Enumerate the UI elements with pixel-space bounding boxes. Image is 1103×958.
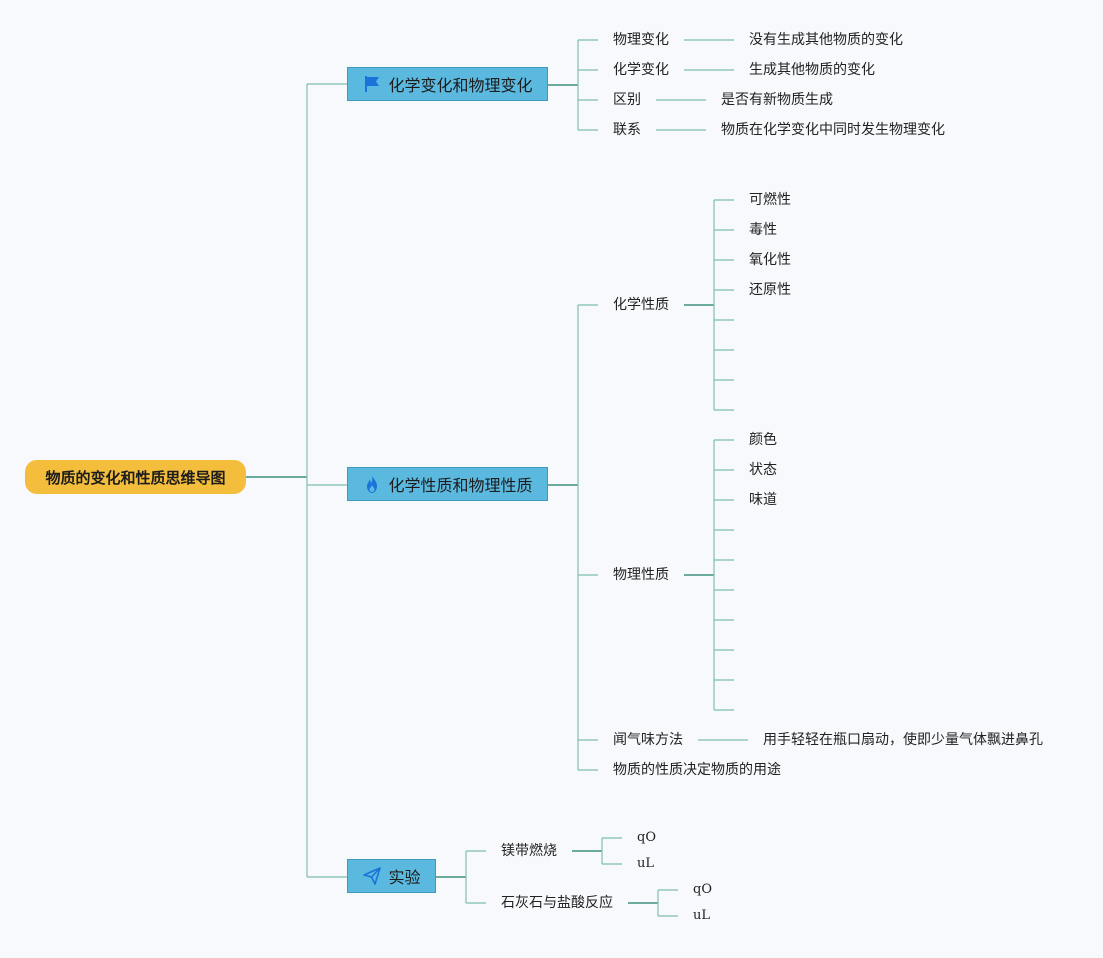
topic-magnesium-burning[interactable]: 镁带燃烧 — [501, 843, 557, 859]
topic-item[interactable]: 可燃性 — [749, 192, 791, 208]
topic-item[interactable]: qO — [637, 830, 656, 845]
topic-item[interactable]: 状态 — [749, 462, 777, 478]
topic-relation[interactable]: 联系 — [613, 122, 641, 138]
topic-item[interactable]: 颜色 — [749, 432, 777, 448]
topic-item[interactable]: uL — [693, 908, 711, 923]
topic-note[interactable]: 是否有新物质生成 — [721, 92, 833, 108]
flag-icon — [365, 76, 380, 92]
branch-label: 实验 — [388, 868, 421, 887]
topic-note[interactable]: 物质在化学变化中同时发生物理变化 — [721, 122, 945, 138]
topic-item[interactable]: 味道 — [749, 492, 777, 508]
root-topic[interactable]: 物质的变化和性质思维导图 — [25, 460, 246, 494]
paper-plane-icon — [363, 867, 382, 885]
topic-note[interactable]: 生成其他物质的变化 — [749, 62, 875, 78]
topic-chemical-change[interactable]: 化学变化 — [613, 62, 669, 78]
topic-smell-method[interactable]: 闻气味方法 — [613, 732, 683, 748]
topic-difference[interactable]: 区别 — [613, 92, 641, 108]
fire-icon — [367, 475, 378, 493]
topic-chemical-property[interactable]: 化学性质 — [613, 297, 669, 313]
branch-experiments[interactable]: 实验 — [347, 859, 436, 893]
branch-label: 化学变化和物理变化 — [388, 76, 533, 95]
topic-item[interactable]: 毒性 — [749, 222, 777, 238]
topic-note[interactable]: 没有生成其他物质的变化 — [749, 32, 903, 48]
branch-properties[interactable]: 化学性质和物理性质 — [347, 467, 548, 501]
topic-property-use[interactable]: 物质的性质决定物质的用途 — [613, 762, 781, 778]
topic-note[interactable]: 用手轻轻在瓶口扇动，使即少量气体飘进鼻孔 — [763, 732, 1043, 748]
topic-item[interactable]: uL — [637, 856, 655, 871]
topic-item[interactable]: qO — [693, 882, 712, 897]
topic-limestone-acid[interactable]: 石灰石与盐酸反应 — [501, 895, 613, 911]
root-topic-label: 物质的变化和性质思维导图 — [45, 468, 226, 487]
topic-item[interactable]: 还原性 — [749, 282, 791, 298]
topic-item[interactable]: 氧化性 — [749, 252, 791, 268]
branch-label: 化学性质和物理性质 — [388, 476, 533, 495]
topic-physical-property[interactable]: 物理性质 — [613, 567, 669, 583]
topic-physical-change[interactable]: 物理变化 — [613, 32, 669, 48]
branch-change-types[interactable]: 化学变化和物理变化 — [347, 67, 548, 101]
